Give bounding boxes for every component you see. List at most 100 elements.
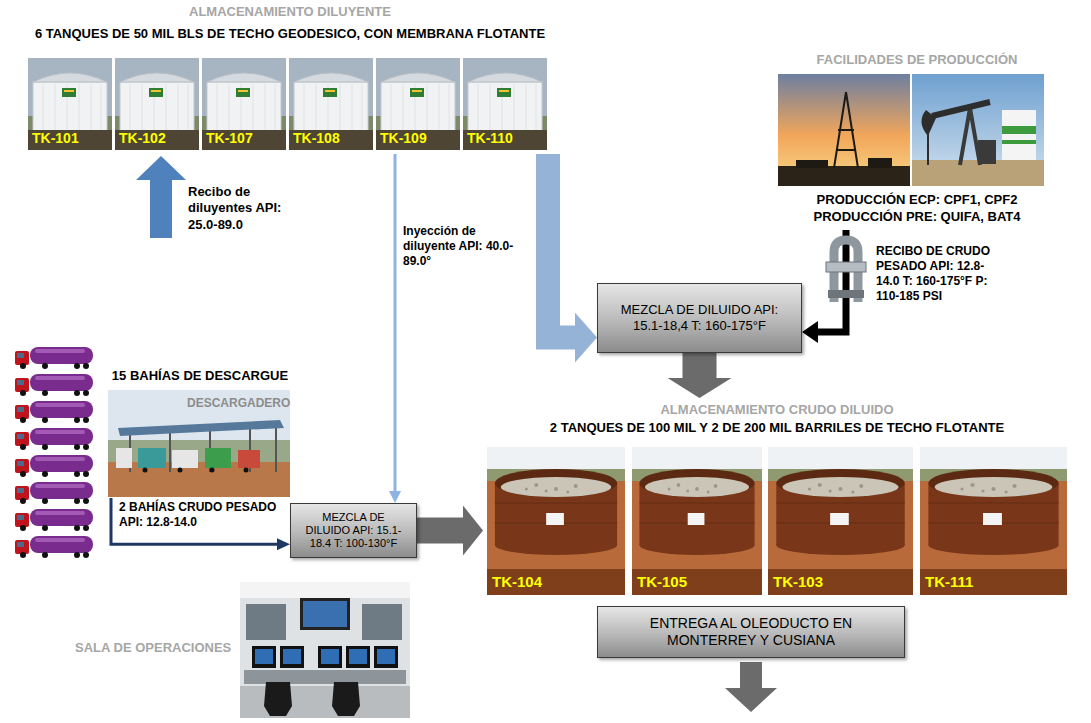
node-text: TK-110 xyxy=(467,130,543,147)
illustration-part xyxy=(205,448,231,468)
illustration-part xyxy=(108,462,290,497)
illustration-part xyxy=(15,536,93,558)
illustration-part xyxy=(321,649,339,664)
drilling-rig-photo xyxy=(778,74,910,186)
illustration-part xyxy=(136,156,186,238)
illustration-part xyxy=(240,582,410,718)
illustration-part xyxy=(280,646,304,668)
box-text: ENTREGA AL OLEODUCTO EN MONTERREY Y CUSI… xyxy=(606,615,896,649)
illustration-part xyxy=(289,58,373,150)
illustration-part xyxy=(115,58,199,150)
node-text: TK-103 xyxy=(773,573,908,591)
illustration-part xyxy=(15,455,93,477)
illustration-part xyxy=(828,290,864,298)
illustration-part xyxy=(920,447,1067,595)
unloading-bay-photo xyxy=(108,390,290,497)
node-text: TK-102 xyxy=(119,130,195,147)
illustration-part xyxy=(244,670,406,684)
tanker-trucks xyxy=(15,347,93,558)
node-text: TK-101 xyxy=(32,130,108,147)
illustration-part xyxy=(108,390,290,497)
diluent-receipt-arrow xyxy=(136,156,186,238)
illustration-part xyxy=(960,108,980,165)
illustration-part xyxy=(28,58,112,150)
illustration-part xyxy=(202,58,286,150)
box-text: MEZCLA DE DILUIDO API: 15.1-18.4 T: 100-… xyxy=(299,511,408,551)
outflow-arrow xyxy=(725,662,777,712)
illustration-part xyxy=(1002,126,1036,134)
illustration-part xyxy=(300,598,350,630)
crude-tank-photos xyxy=(487,447,1067,595)
illustration-part xyxy=(255,649,395,664)
node-text: TK-111 xyxy=(925,573,1062,591)
illustration-part xyxy=(283,649,301,664)
node-text: DESCARGADERO xyxy=(187,396,290,410)
storage-group: ALMACENAMIENTO CRUDO DILUIDO2 TANQUES DE… xyxy=(483,398,1071,598)
box-text: MEZCLA DE DILUIDO API: 15.1-18,4 T: 160-… xyxy=(606,302,793,333)
crude-tank: TK-103 xyxy=(768,447,913,595)
diluent-tank: TK-110 xyxy=(463,58,547,150)
delivery-box: ENTREGA AL OLEODUCTO EN MONTERREY Y CUSI… xyxy=(597,606,905,658)
illustration-part xyxy=(240,582,410,598)
illustration-part xyxy=(143,468,249,473)
control-room-photo xyxy=(240,582,410,718)
illustration-part xyxy=(244,468,249,473)
illustration-part xyxy=(255,649,273,664)
crude-tank: TK-105 xyxy=(632,447,762,595)
illustration-part xyxy=(332,682,360,716)
illustration-part xyxy=(868,158,892,168)
illustration-part xyxy=(15,482,93,504)
illustration-part xyxy=(118,420,284,436)
illustration-part xyxy=(169,432,171,472)
connectors xyxy=(111,154,846,544)
storage-group: ALMACENAMIENTO DILUYENTE6 TANQUES DE 50 … xyxy=(15,4,565,154)
production-facilities: FACILIDADES DE PRODUCCIÓNPRODUCCIÓN ECP:… xyxy=(772,52,1062,230)
illustration-part xyxy=(778,74,910,186)
illustration-part xyxy=(116,448,132,468)
blend-flow-arrow xyxy=(417,518,463,544)
node-text: TK-105 xyxy=(637,573,757,591)
illustration-part xyxy=(376,58,460,150)
unloading-area: 15 BAHÍAS DE DESCARGUE DESCARGADERO xyxy=(105,368,295,498)
illustration-part xyxy=(252,646,276,668)
diluent-tank: TK-108 xyxy=(289,58,373,150)
illustration-part xyxy=(921,110,936,136)
diluent-tank: TK-107 xyxy=(202,58,286,150)
illustration-part xyxy=(927,134,929,165)
illustration-part xyxy=(826,262,866,272)
node-text: SALA DE OPERACIONES xyxy=(75,640,237,656)
blend-box: MEZCLA DE DILUIDO API: 15.1-18,4 T: 160-… xyxy=(597,283,802,353)
illustration-part xyxy=(768,447,913,595)
illustration-part xyxy=(246,604,286,640)
flow-meter-icon xyxy=(826,240,866,302)
illustration-part xyxy=(374,646,398,668)
node-text: PRODUCCIÓN PRE: QUIFA, BAT4 xyxy=(772,209,1062,225)
illustration-part xyxy=(238,450,260,468)
node-text: 15 BAHÍAS DE DESCARGUE xyxy=(105,368,295,384)
diluent-tank-photos xyxy=(28,58,547,150)
flow-label: RECIBO DE CRUDO PESADO API: 12.8-14.0 T:… xyxy=(876,244,994,304)
illustration-part xyxy=(463,58,547,150)
control-room: SALA DE OPERACIONES xyxy=(75,580,412,718)
diluent-tank: TK-109 xyxy=(376,58,460,150)
illustration-part xyxy=(978,140,996,164)
illustration-part xyxy=(346,646,370,668)
illustration-part xyxy=(912,74,1044,186)
illustration-part xyxy=(172,450,198,468)
illustration-part xyxy=(264,682,292,716)
illustration-part xyxy=(318,646,342,668)
diluent-injection-arrow xyxy=(548,154,575,338)
node-text: FACILIDADES DE PRODUCCIÓN xyxy=(772,52,1062,68)
illustration-part xyxy=(778,166,910,186)
illustration-part xyxy=(15,428,93,450)
illustration-part xyxy=(210,468,215,473)
blend-flow-arrow xyxy=(683,353,717,378)
illustration-part xyxy=(138,448,166,468)
illustration-part xyxy=(725,662,777,712)
illustration-part xyxy=(377,649,395,664)
illustration-part xyxy=(143,468,148,473)
diluent-injection-line xyxy=(394,154,397,491)
